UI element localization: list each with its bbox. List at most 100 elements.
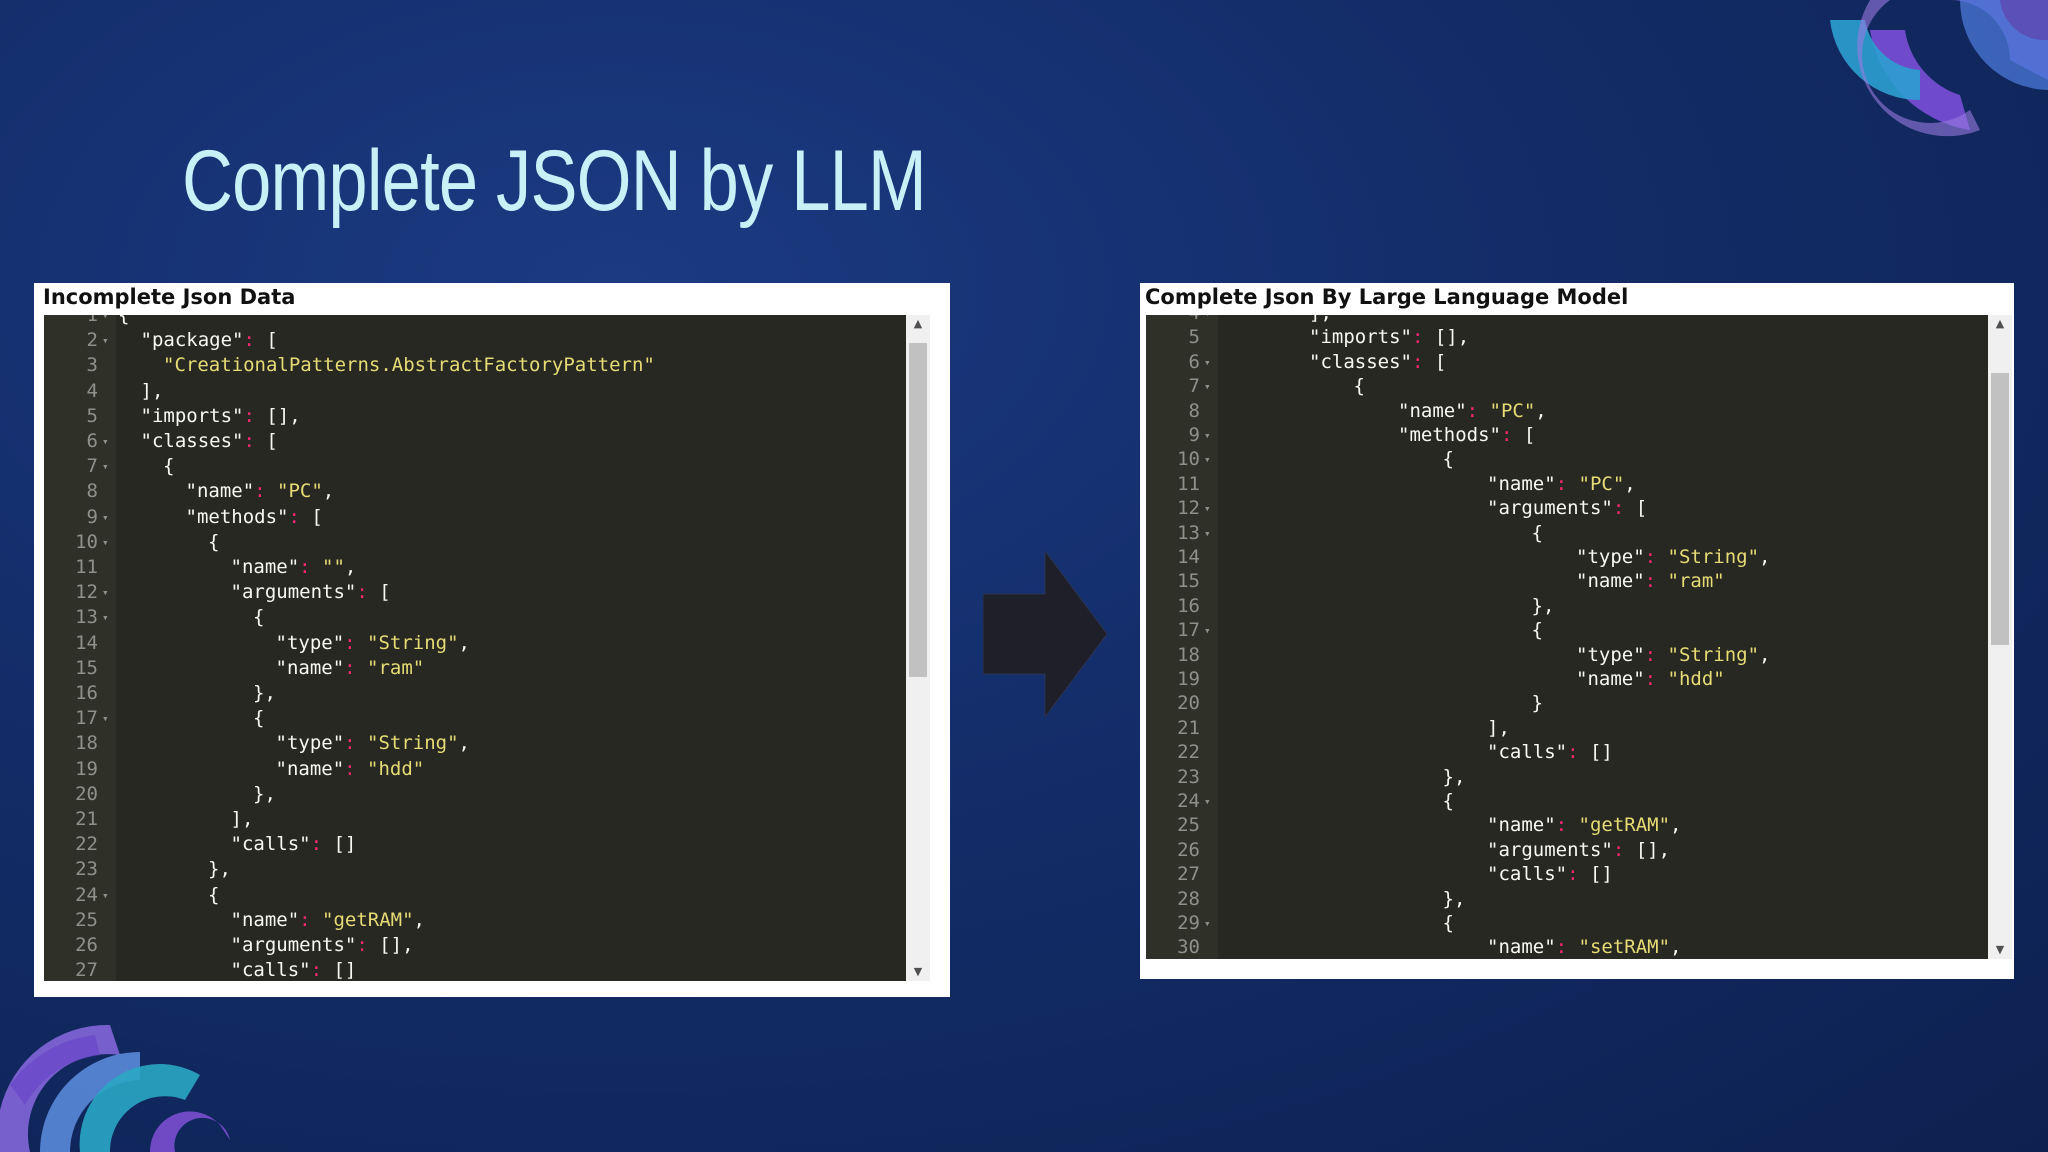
code-text: }, <box>1443 765 1466 790</box>
code-token: : <box>310 959 334 981</box>
code-line: 24 ▾ { <box>1146 789 1988 814</box>
line-number: 26 <box>1177 838 1200 861</box>
code-token: [] <box>1589 863 1613 886</box>
code-line: 30"name": "setRAM", <box>1146 935 1988 959</box>
code-editor-right[interactable]: 4▾],5"imports": [],6▾"classes": [7▾{8"na… <box>1146 315 1988 959</box>
code-token: : <box>1644 643 1668 666</box>
line-number: 9 <box>1188 424 1200 446</box>
code-token: : <box>344 732 368 755</box>
scrollbar-thumb-right[interactable] <box>1991 373 2009 645</box>
fold-arrow-icon[interactable]: ▾ <box>1204 624 1211 638</box>
code-token: "type" <box>1576 546 1645 568</box>
code-token: "imports" <box>140 404 244 427</box>
code-line: 14"type": "String", <box>1146 545 1988 570</box>
fold-arrow-icon[interactable]: ▾ <box>102 334 109 348</box>
line-number: 4 <box>1146 315 1200 326</box>
fold-arrow-icon[interactable]: ▾ <box>102 460 109 474</box>
fold-arrow-icon[interactable]: ▾ <box>102 510 109 524</box>
code-token: "PC" <box>1489 399 1536 422</box>
fold-arrow-icon[interactable]: ▾ <box>102 611 109 625</box>
code-token: [] <box>333 833 357 856</box>
code-line: 22"calls": [] <box>1146 740 1988 765</box>
line-number: 14 <box>75 631 98 654</box>
scroll-down-icon[interactable]: ▼ <box>913 965 923 978</box>
code-token: : <box>243 430 267 452</box>
code-token: [ <box>311 505 323 528</box>
code-token: { <box>1442 912 1454 934</box>
scrollbar-left[interactable]: ▲ ▼ <box>906 315 930 981</box>
code-editor-left[interactable]: 1▾{2▾"package": [3"CreationalPatterns.Ab… <box>44 315 906 981</box>
line-number: 15 <box>1177 570 1200 593</box>
code-token: : <box>254 480 278 503</box>
code-token: : <box>1500 424 1524 446</box>
line-number: 9 <box>86 505 98 528</box>
fold-arrow-icon[interactable]: ▾ <box>1204 315 1211 326</box>
code-token: { <box>1442 790 1454 812</box>
fold-arrow-icon[interactable]: ▾ <box>1204 355 1211 369</box>
fold-arrow-icon[interactable]: ▾ <box>1204 502 1211 516</box>
code-text: "calls": [] <box>231 832 357 857</box>
scroll-up-icon[interactable]: ▲ <box>1995 317 2005 330</box>
scroll-down-icon[interactable]: ▼ <box>1995 943 2005 956</box>
code-token: "arguments" <box>1487 497 1613 520</box>
code-line: 25"name": "getRAM", <box>1146 813 1988 838</box>
line-number: 25 <box>1177 814 1200 837</box>
code-token: , <box>1759 643 1771 666</box>
code-text: "calls": [] <box>1487 740 1613 765</box>
code-token: }, <box>1531 594 1555 617</box>
fold-arrow-icon[interactable]: ▾ <box>1204 380 1211 394</box>
fold-arrow-icon[interactable]: ▾ <box>102 586 109 600</box>
fold-arrow-icon[interactable]: ▾ <box>102 888 109 902</box>
panel-title-right: Complete Json By Large Language Model <box>1145 285 1629 309</box>
code-token: }, <box>1442 887 1466 910</box>
code-token: { <box>1531 521 1543 544</box>
code-line: 9▾"methods": [ <box>44 505 906 530</box>
code-token: : <box>243 404 267 427</box>
code-text: ], <box>141 379 164 404</box>
scroll-up-icon[interactable]: ▲ <box>913 317 923 330</box>
code-token: "PC" <box>277 480 323 503</box>
code-line: 13▾{ <box>1146 521 1988 546</box>
line-number: 20 <box>75 782 98 805</box>
line-number: 10 <box>75 530 98 553</box>
fold-arrow-icon[interactable]: ▾ <box>1204 526 1211 540</box>
code-token: { <box>253 707 265 730</box>
code-line: 21], <box>1146 716 1988 741</box>
fold-arrow-icon[interactable]: ▾ <box>102 435 109 448</box>
code-token: : <box>1612 497 1636 520</box>
scrollbar-thumb-left[interactable] <box>909 343 927 677</box>
code-line: 16}, <box>44 681 906 706</box>
line-number: 6 <box>1188 350 1200 373</box>
fold-arrow-icon[interactable]: ▾ <box>102 315 109 322</box>
code-token: "String" <box>1667 546 1760 568</box>
code-token: "calls" <box>230 833 311 856</box>
code-token: "name" <box>1398 399 1467 422</box>
fold-arrow-icon[interactable]: ▾ <box>1204 917 1211 930</box>
fold-arrow-icon[interactable]: ▾ <box>1204 795 1211 808</box>
code-line: 8"name": "PC", <box>1146 399 1988 424</box>
code-token: "getRAM" <box>1578 814 1671 837</box>
code-token: "String" <box>367 631 459 654</box>
right-arrow-icon <box>983 551 1107 717</box>
scrollbar-right[interactable]: ▲ ▼ <box>1988 315 2012 959</box>
fold-arrow-icon[interactable]: ▾ <box>102 535 109 549</box>
code-text: "type": "String", <box>1576 643 1771 668</box>
line-number: 17 <box>75 707 98 730</box>
code-text: "classes": [ <box>1309 350 1446 375</box>
code-text: "methods": [ <box>1398 423 1535 448</box>
line-number: 30 <box>1177 936 1200 959</box>
fold-arrow-icon[interactable]: ▾ <box>102 712 109 726</box>
code-token: [ <box>379 581 391 604</box>
line-number-gutter <box>44 315 116 981</box>
fold-arrow-icon[interactable]: ▾ <box>1204 429 1211 442</box>
line-number: 24 <box>1177 790 1200 812</box>
code-token: [], <box>1635 838 1671 861</box>
code-token: "ram" <box>1667 570 1725 593</box>
code-token: : <box>1567 741 1590 764</box>
code-line: 11"name": "PC", <box>1146 472 1988 497</box>
code-token: : <box>1555 814 1579 837</box>
line-number: 25 <box>75 908 98 931</box>
line-number: 28 <box>1177 887 1200 910</box>
fold-arrow-icon[interactable]: ▾ <box>1204 453 1211 467</box>
line-number: 21 <box>1177 716 1200 739</box>
